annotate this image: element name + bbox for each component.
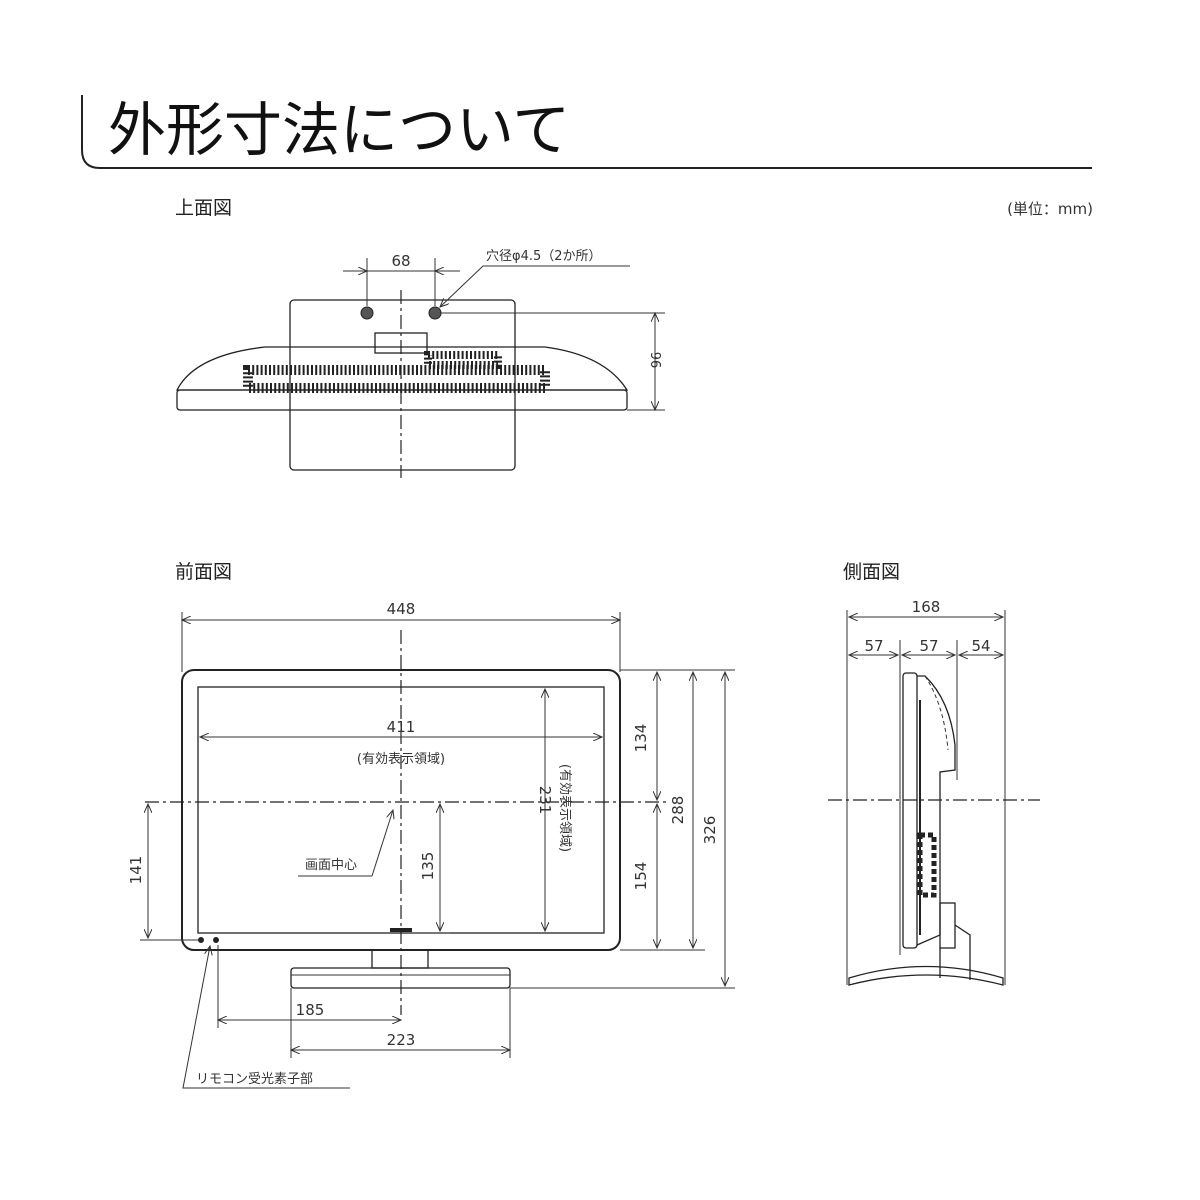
sensor-offset-dim: 185 [296, 1001, 325, 1019]
side-view-label: 側面図 [843, 561, 900, 583]
hole-spacing-dim: 68 [391, 252, 410, 270]
screen-height-dim: 231 [536, 786, 554, 815]
page-title: 外形寸法について [108, 96, 570, 164]
top-view-label: 上面図 [175, 197, 232, 219]
screen-height-note: (有効表示領域) [557, 764, 573, 852]
screen-center-label: 画面中心 [305, 858, 357, 873]
upper-height-dim: 134 [632, 724, 650, 753]
lower-height-dim: 154 [632, 862, 650, 891]
remote-sensor [198, 937, 204, 943]
center-offset-dim: 135 [419, 852, 437, 881]
body-height-dim: 288 [669, 796, 687, 825]
hole-note: 穴径φ4.5（2か所） [486, 249, 602, 264]
depth-segment-1: 57 [864, 637, 883, 655]
center-height-dim: 141 [127, 856, 145, 885]
front-view-label: 前面図 [175, 561, 232, 583]
depth-segment-3: 54 [971, 637, 990, 655]
side-view: 168 57 57 54 [828, 598, 1040, 986]
unit-label: (単位：mm) [1007, 200, 1093, 218]
mount-hole [428, 306, 442, 320]
stand-width-dim: 223 [387, 1031, 416, 1049]
total-height-dim: 326 [701, 816, 719, 845]
title-bracket [81, 95, 1092, 169]
remote-sensor-label: リモコン受光素子部 [196, 1072, 313, 1087]
total-depth-dim: 168 [912, 598, 941, 616]
screen-width-note: (有効表示領域) [357, 751, 445, 767]
top-view: 68 穴径φ4.5（2か所） 96 [175, 249, 665, 478]
mount-hole [360, 306, 374, 320]
title-header: 外形寸法について [81, 95, 1092, 169]
width-dim: 448 [387, 600, 416, 618]
screen-width-dim: 411 [387, 718, 416, 736]
depth-segment-2: 57 [919, 637, 938, 655]
depth-dim: 96 [647, 352, 662, 369]
front-view: 448 411 (有効表示領域) 231 (有効表示領域) 134 154 28… [127, 600, 735, 1089]
